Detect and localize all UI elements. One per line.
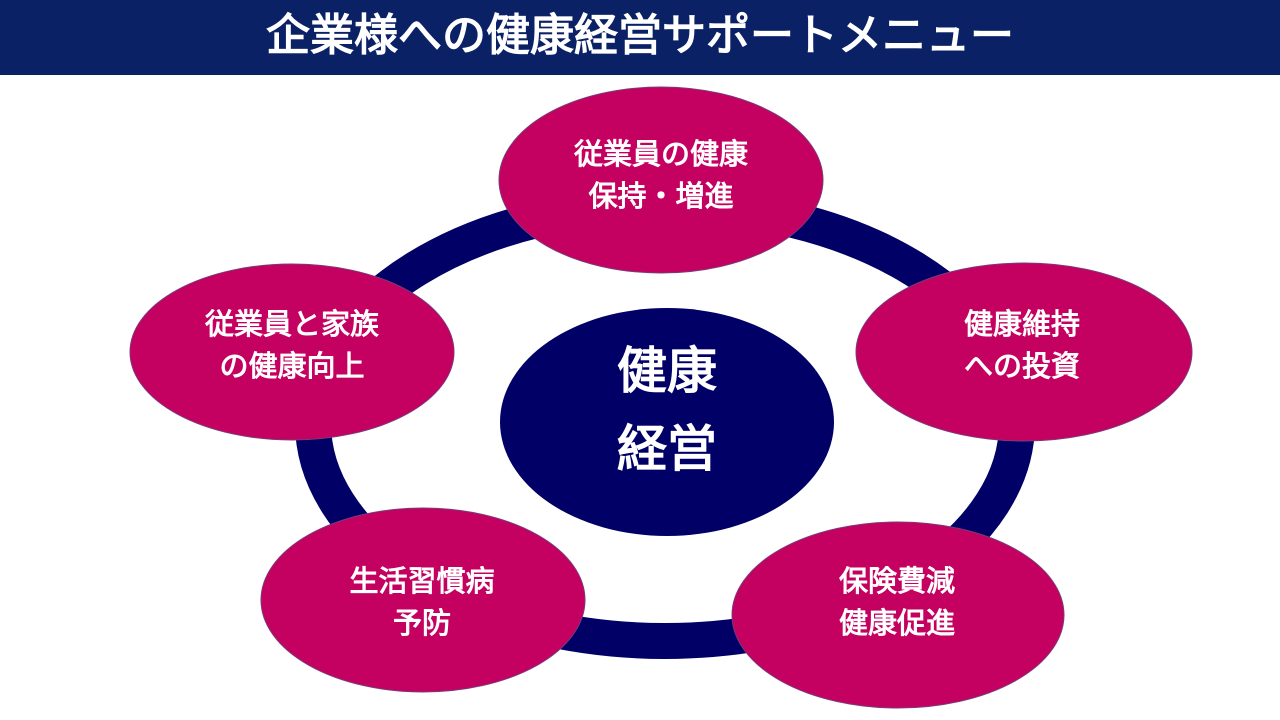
node-line-2: 保持・増進 bbox=[588, 179, 734, 213]
page-title: 企業様への健康経営サポートメニュー bbox=[0, 0, 1280, 75]
node-line-2: の健康向上 bbox=[219, 349, 365, 383]
node-ellipse-left bbox=[129, 263, 455, 441]
node-label-bottom-right: 保険費減 健康促進 bbox=[839, 560, 955, 644]
node-label-top: 従業員の健康 保持・増進 bbox=[574, 133, 748, 217]
node-line-2: 健康促進 bbox=[838, 606, 956, 640]
center-line-1: 健康 bbox=[617, 342, 717, 400]
node-ellipse-right bbox=[855, 262, 1193, 442]
node-ellipse-bottom-left bbox=[260, 507, 586, 693]
node-line-1: 健康維持 bbox=[963, 307, 1081, 341]
center-label: 健康 経営 bbox=[617, 332, 717, 488]
node-label-left: 従業員と家族 の健康向上 bbox=[205, 303, 379, 387]
node-line-1: 従業員と家族 bbox=[204, 307, 380, 341]
node-ellipse-bottom-right bbox=[731, 521, 1065, 709]
node-ellipse-top bbox=[498, 86, 824, 274]
center-line-2: 経営 bbox=[617, 420, 717, 478]
node-line-2: への投資 bbox=[963, 349, 1081, 383]
node-line-2: 予防 bbox=[392, 606, 452, 640]
node-label-bottom-left: 生活習慣病 予防 bbox=[349, 560, 494, 644]
node-line-1: 保険費減 bbox=[838, 564, 956, 598]
node-label-right: 健康維持 への投資 bbox=[964, 303, 1080, 387]
center-ellipse bbox=[500, 308, 834, 536]
node-line-1: 従業員の健康 bbox=[573, 137, 749, 171]
node-line-1: 生活習慣病 bbox=[349, 564, 495, 598]
